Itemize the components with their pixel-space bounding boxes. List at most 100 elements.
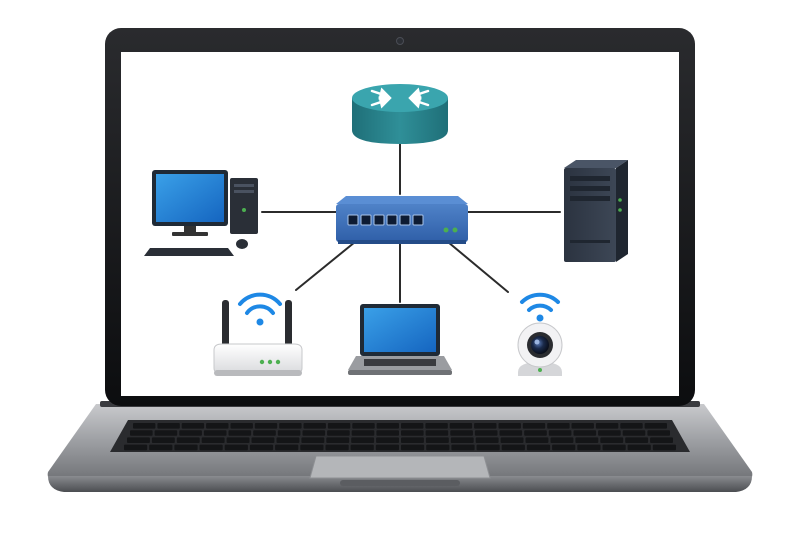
keyboard-key [401, 444, 425, 451]
keyboard-key [401, 437, 424, 443]
keyboard-key [625, 437, 649, 443]
keyboard-key [500, 437, 524, 443]
lid-notch [340, 480, 460, 486]
keyboard-key [303, 423, 326, 429]
link-wifi-router-switch [295, 241, 356, 291]
keyboard-key [201, 437, 225, 443]
keyboard-key [154, 430, 178, 436]
switch-port [373, 214, 385, 226]
keyboard-key [449, 423, 473, 429]
switch-status-led [452, 227, 458, 233]
keyboard-key [426, 444, 450, 451]
keyboard-key [577, 444, 601, 451]
keyboard-key [199, 444, 223, 451]
keyboard-key [522, 423, 546, 429]
keyboard-key [575, 437, 599, 443]
switch-ports [347, 214, 424, 226]
keyboard-key [450, 430, 473, 436]
keyboard-key [525, 437, 549, 443]
webcam [396, 37, 404, 45]
wifi-signal-icon [238, 292, 282, 326]
keyboard-key [254, 423, 278, 429]
keyboard-key [179, 430, 202, 436]
keyboard-key [474, 430, 498, 436]
keyboard-key [351, 430, 375, 436]
keyboard-key [352, 423, 375, 429]
keyboard-key [548, 430, 572, 436]
keyboard-key [526, 444, 551, 451]
keyboard-key [524, 430, 547, 436]
keyboard-key [620, 423, 643, 429]
keyboard-key [157, 423, 180, 429]
switch-icon [336, 196, 468, 244]
keyboard-key [376, 437, 399, 443]
keyboard-key [230, 423, 253, 429]
keyboard-key [376, 430, 399, 436]
keyboard-key [652, 444, 676, 451]
keyboard-key [351, 437, 375, 443]
keyboard-key [327, 423, 351, 429]
keyboard-key [228, 430, 252, 436]
keyboard-key [277, 430, 301, 436]
keyboard-key [203, 430, 227, 436]
switch-port [399, 214, 411, 226]
switch-leds [443, 227, 458, 233]
keyboard-key [425, 430, 449, 436]
router-icon [352, 84, 448, 144]
keyboard-key [376, 423, 399, 429]
keyboard-key [450, 437, 474, 443]
keyboard-key [474, 423, 497, 429]
keyboard-key [401, 423, 424, 429]
switch-status-led [443, 227, 449, 233]
server-tower-icon [564, 160, 628, 262]
keyboard-key [547, 423, 570, 429]
keyboard-key [475, 437, 499, 443]
keyboard-key [622, 430, 646, 436]
keyboard-key [176, 437, 200, 443]
security-camera-icon [517, 322, 563, 376]
keyboard-key [498, 423, 521, 429]
keyboard-key [425, 423, 448, 429]
keyboard-key [301, 437, 325, 443]
keyboard-key [627, 444, 651, 451]
keyboard-key [275, 444, 299, 451]
keyboard-key [350, 444, 374, 451]
wireless-router-icon [213, 300, 303, 376]
trackpad [309, 455, 491, 479]
keyboard-key [647, 430, 670, 436]
keyboard-key [327, 430, 350, 436]
keyboard-key [499, 430, 523, 436]
switch-port [412, 214, 424, 226]
keyboard-key [249, 444, 274, 451]
keyboard-key [302, 430, 326, 436]
desktop-computer-icon [144, 170, 258, 256]
keyboard-keys [124, 423, 676, 451]
network-links [261, 141, 561, 303]
keyboard-key [650, 437, 673, 443]
keyboard-key [130, 430, 153, 436]
keyboard-key [325, 444, 349, 451]
keyboard-key [598, 430, 621, 436]
keyboard-key [133, 423, 156, 429]
keyboard-key [602, 444, 626, 451]
keyboard-key [279, 423, 302, 429]
keyboard-key [550, 437, 574, 443]
keyboard-key [644, 423, 667, 429]
keyboard-key [251, 437, 275, 443]
keyboard-key [226, 437, 250, 443]
router-arrows-icon [370, 87, 430, 109]
keyboard-key [181, 423, 205, 429]
switch-port [386, 214, 398, 226]
keyboard-key [573, 430, 597, 436]
keyboard-key [595, 423, 619, 429]
keyboard-key [451, 444, 475, 451]
keyboard-key [174, 444, 198, 451]
keyboard-key [600, 437, 624, 443]
laptop-icon [348, 304, 452, 375]
keyboard-key [127, 437, 150, 443]
camera-wifi-signal-icon [520, 292, 560, 322]
keyboard-key [151, 437, 175, 443]
keyboard-key [149, 444, 173, 451]
keyboard-key [124, 444, 148, 451]
